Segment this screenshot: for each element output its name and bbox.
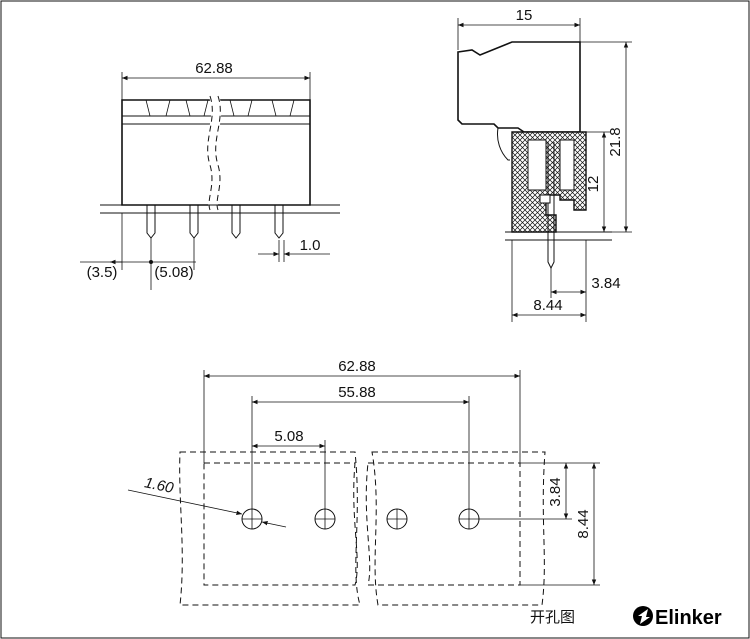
- front-width-label: 62.88: [195, 60, 233, 77]
- hole-4: [458, 508, 480, 530]
- hole-view: 62.88 55.88 5.08 1.60 3.84 8.44 开孔图: [127, 358, 600, 626]
- hole-1: [241, 508, 263, 530]
- side-view: 15 21.8 12 3.84 8.44: [457, 7, 632, 322]
- side-pin-offset-label: 3.84: [591, 275, 620, 292]
- hole-caption: 开孔图: [530, 609, 575, 626]
- front-pin-width-label: 1.0: [300, 237, 321, 254]
- hole-diameter-label: 1.60: [143, 474, 176, 497]
- hole-row-offset-label: 3.84: [547, 477, 564, 506]
- hole-2: [314, 508, 336, 530]
- hole-span-label: 55.88: [338, 384, 376, 401]
- hole-pitch-label: 5.08: [274, 428, 303, 445]
- brand-logo: Elinker: [633, 606, 722, 629]
- hole-3: [386, 508, 408, 530]
- brand-name: Elinker: [655, 607, 722, 629]
- front-view: 62.88 (3.5) (5.08) 1.0: [80, 60, 340, 290]
- hole-overall-label: 62.88: [338, 358, 376, 375]
- side-width-label: 15: [516, 7, 533, 24]
- side-height-label: 21.8: [607, 127, 624, 156]
- brand-mark-icon: [633, 606, 653, 626]
- side-depth-label: 8.44: [533, 297, 562, 314]
- hole-row-depth-label: 8.44: [575, 509, 592, 538]
- front-pitch-label: (5.08): [154, 264, 193, 281]
- side-body-height-label: 12: [585, 176, 602, 193]
- front-offset-label: (3.5): [87, 264, 118, 281]
